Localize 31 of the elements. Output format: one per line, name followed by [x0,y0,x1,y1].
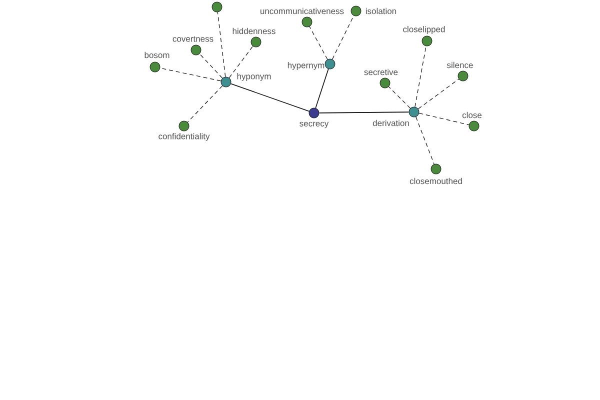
node-label: hypernym [288,62,324,70]
node-label: confidentiality [158,133,210,141]
node-label: derivation [372,120,409,126]
connector-line [187,86,223,122]
connector-line [388,86,411,109]
connector-line [332,15,354,60]
connector-line [230,83,310,112]
node-label: isolation [366,8,396,14]
node-label: hiddenness [232,28,276,34]
node-label: secrecy [300,122,329,128]
connector-line [160,68,222,82]
connector-line [199,54,223,78]
node-label: silence [447,62,473,68]
connector-line [315,68,329,108]
connector-line [418,78,460,110]
connector-line [318,112,410,114]
connector-line [414,46,426,108]
node-label: covertness [172,36,214,42]
node-label: bosom [144,52,170,58]
node-label: close [462,112,482,118]
node-circle [212,2,222,12]
node-label: hyponym [237,73,271,81]
connector-line [228,46,254,78]
connector-line [418,112,470,126]
connector-line [217,12,226,78]
node-label: closelipped [403,26,445,34]
node-label: uncommunicativeness [260,8,344,14]
node-label: closemouthed [410,178,462,184]
connector-line [309,26,328,60]
connector-line [416,116,434,164]
node-label: secretive [364,68,398,76]
